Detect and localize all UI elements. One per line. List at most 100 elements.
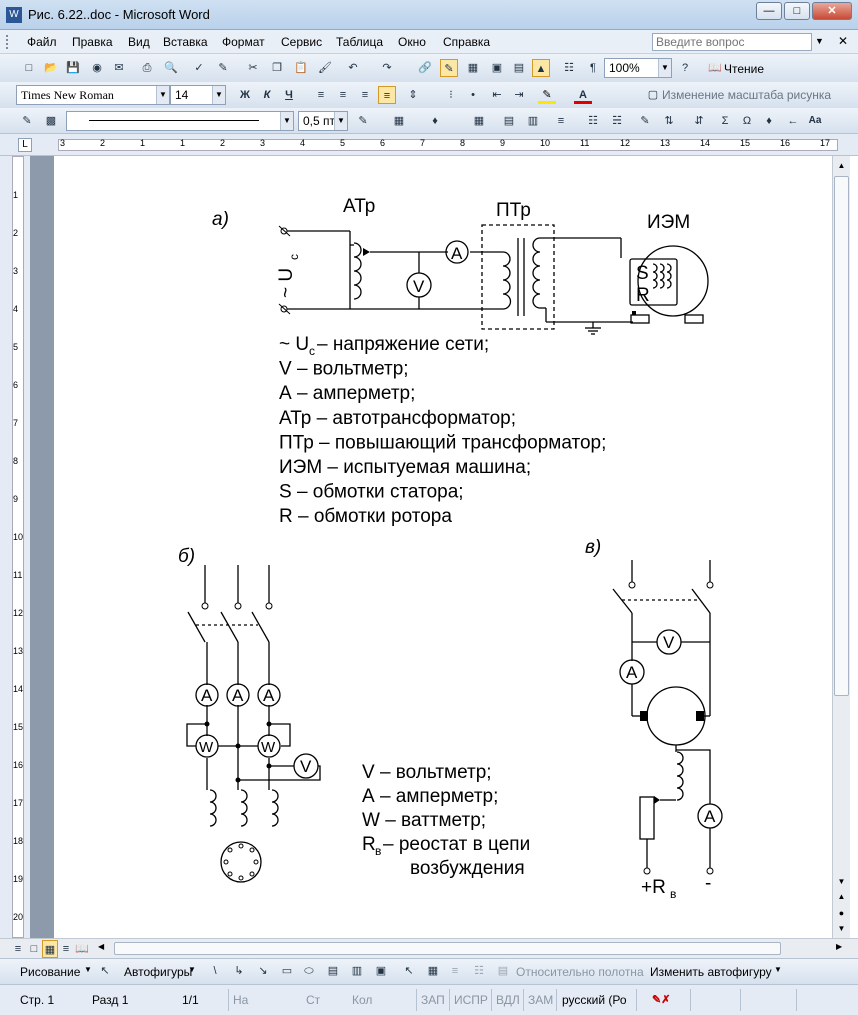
eraser-icon[interactable]: ▩ [45, 115, 57, 127]
menu-view[interactable]: Вид [128, 35, 150, 49]
hscroll-left-icon[interactable]: ◀ [98, 942, 105, 951]
zoom-select[interactable]: 100% ▼ [604, 58, 672, 78]
draw-table-icon[interactable]: ✎ [22, 115, 32, 127]
minimize-button[interactable]: — [756, 2, 782, 20]
hscroll-right-icon[interactable]: ▶ [836, 942, 843, 951]
insert-table-icon[interactable]: ▦ [467, 62, 479, 74]
document-map-icon[interactable]: ☷ [564, 62, 574, 74]
vertical-scrollbar[interactable]: ▲ ▼ ▲ ● ▼ [832, 156, 850, 938]
justify-icon[interactable]: ≡ [378, 86, 396, 104]
highlight-icon[interactable]: ✎ [538, 86, 556, 104]
autoshapes-menu[interactable]: Автофигуры [124, 965, 193, 979]
status-language[interactable]: русский (Ро [562, 993, 627, 1007]
increase-indent-icon[interactable]: ⇥ [514, 89, 524, 101]
align-center-icon[interactable]: ≡ [339, 89, 347, 101]
align-icon[interactable]: ≡ [451, 965, 459, 977]
distribute-columns-icon[interactable]: ☵ [612, 115, 622, 127]
status-trk[interactable]: ИСПР [454, 993, 488, 1007]
outline-view-icon[interactable]: ≡ [62, 943, 70, 955]
insert-picture-icon[interactable]: ▣ [375, 965, 387, 977]
status-ext[interactable]: ВДЛ [496, 993, 520, 1007]
omega-icon[interactable]: Ω [742, 115, 752, 127]
reading-layout-icon[interactable]: 📖 [708, 62, 722, 74]
resize-picture-label[interactable]: Изменение масштаба рисунка [662, 88, 832, 102]
spelling-status-icon[interactable]: ✎✗ [652, 994, 671, 1006]
permission-icon[interactable]: ◉ [92, 62, 102, 74]
tab-selector[interactable]: L [18, 138, 32, 152]
oval-icon[interactable]: ⬭ [304, 965, 314, 977]
rectangle-icon[interactable]: ▭ [281, 965, 293, 977]
status-ovr[interactable]: ЗАМ [528, 993, 554, 1007]
hyperlink-icon[interactable]: 🔗 [418, 62, 432, 74]
arrow-icon[interactable]: ← [787, 115, 799, 127]
sum-icon[interactable]: Σ [721, 115, 729, 127]
help-search-input[interactable] [652, 33, 812, 51]
help-dropdown-icon[interactable]: ▼ [815, 36, 824, 46]
resize-picture-icon[interactable]: ▢ [647, 89, 659, 101]
textbox-icon[interactable]: ▤ [327, 965, 339, 977]
insert-table2-icon[interactable]: ▦ [473, 115, 485, 127]
line-style-select[interactable]: ▼ [66, 111, 294, 131]
status-rec[interactable]: ЗАП [421, 993, 445, 1007]
help-icon[interactable]: ? [681, 62, 689, 74]
menu-table[interactable]: Таблица [336, 35, 384, 49]
arrow-tool-icon[interactable]: ↘ [258, 965, 268, 977]
maximize-button[interactable]: □ [784, 2, 810, 20]
research-icon[interactable]: ✎ [218, 62, 228, 74]
merge-cells-icon[interactable]: ▤ [503, 115, 515, 127]
paste-icon[interactable]: 📋 [294, 62, 308, 74]
reading-button[interactable]: Чтение [724, 62, 765, 76]
hscroll-thumb[interactable] [114, 942, 781, 955]
chevron-down-icon[interactable]: ▼ [188, 965, 196, 974]
italic-button[interactable]: К [263, 89, 271, 101]
sort-icon[interactable]: ⇵ [694, 115, 704, 127]
menu-format[interactable]: Формат [222, 35, 265, 49]
print-preview-icon[interactable]: 🔍 [164, 62, 178, 74]
status-pages[interactable]: 1/1 [182, 993, 199, 1007]
bold-button[interactable]: Ж [240, 89, 250, 101]
chevron-down-icon[interactable]: ▼ [334, 112, 347, 130]
chevron-down-icon[interactable]: ▼ [84, 965, 92, 974]
wordart-icon[interactable]: Aa [808, 115, 822, 126]
change-autoshape-menu[interactable]: Изменить автофигуру [650, 965, 772, 979]
normal-view-icon[interactable]: ≡ [14, 943, 22, 955]
browse-object-icon[interactable]: ● [838, 908, 845, 918]
decrease-indent-icon[interactable]: ⇤ [492, 89, 502, 101]
align-cell-icon[interactable]: ≡ [557, 115, 565, 127]
status-section[interactable]: Разд 1 [92, 993, 129, 1007]
word-doc-icon[interactable]: W [6, 7, 22, 23]
redo-icon[interactable]: ↷ [382, 62, 392, 74]
relative-to-canvas[interactable]: Относительно полотна [516, 965, 644, 979]
format-painter-icon[interactable]: 🖌 [318, 62, 332, 74]
chevron-down-icon[interactable]: ▼ [212, 86, 225, 104]
menu-file[interactable]: Файл [27, 35, 57, 49]
line-weight-select[interactable]: 0,5 пт ▼ [298, 111, 348, 131]
open-icon[interactable]: 📂 [44, 62, 58, 74]
copy-icon[interactable]: ❐ [272, 62, 282, 74]
save-icon[interactable]: 💾 [66, 62, 80, 74]
scroll-down-icon[interactable]: ▼ [837, 877, 846, 886]
pilcrow-icon[interactable]: ¶ [590, 62, 596, 74]
status-col[interactable]: Кол [352, 993, 373, 1007]
chevron-down-icon[interactable]: ▼ [658, 59, 671, 77]
menu-tools[interactable]: Сервис [281, 35, 323, 49]
print-icon[interactable]: ⎙ [142, 62, 152, 74]
connector-icon[interactable]: ↳ [234, 965, 244, 977]
special-icon[interactable]: ♦ [766, 115, 772, 127]
insert-excel-icon[interactable]: ▣ [491, 62, 503, 74]
scroll-up-icon[interactable]: ▲ [837, 161, 846, 170]
menu-help[interactable]: Справка [443, 35, 491, 49]
drawing-toggle-icon[interactable]: ▲ [532, 59, 550, 77]
doc-close-icon[interactable]: ✕ [838, 34, 849, 48]
cut-icon[interactable]: ✂ [248, 62, 258, 74]
reading-view-icon[interactable]: 📖 [75, 943, 89, 955]
next-page-icon[interactable]: ▼ [837, 924, 846, 933]
bullets-icon[interactable]: • [471, 89, 475, 101]
grid-icon[interactable]: ▦ [427, 965, 439, 977]
menu-edit[interactable]: Правка [72, 35, 113, 49]
status-at[interactable]: На [233, 993, 249, 1007]
ruler-strip[interactable] [58, 139, 838, 151]
